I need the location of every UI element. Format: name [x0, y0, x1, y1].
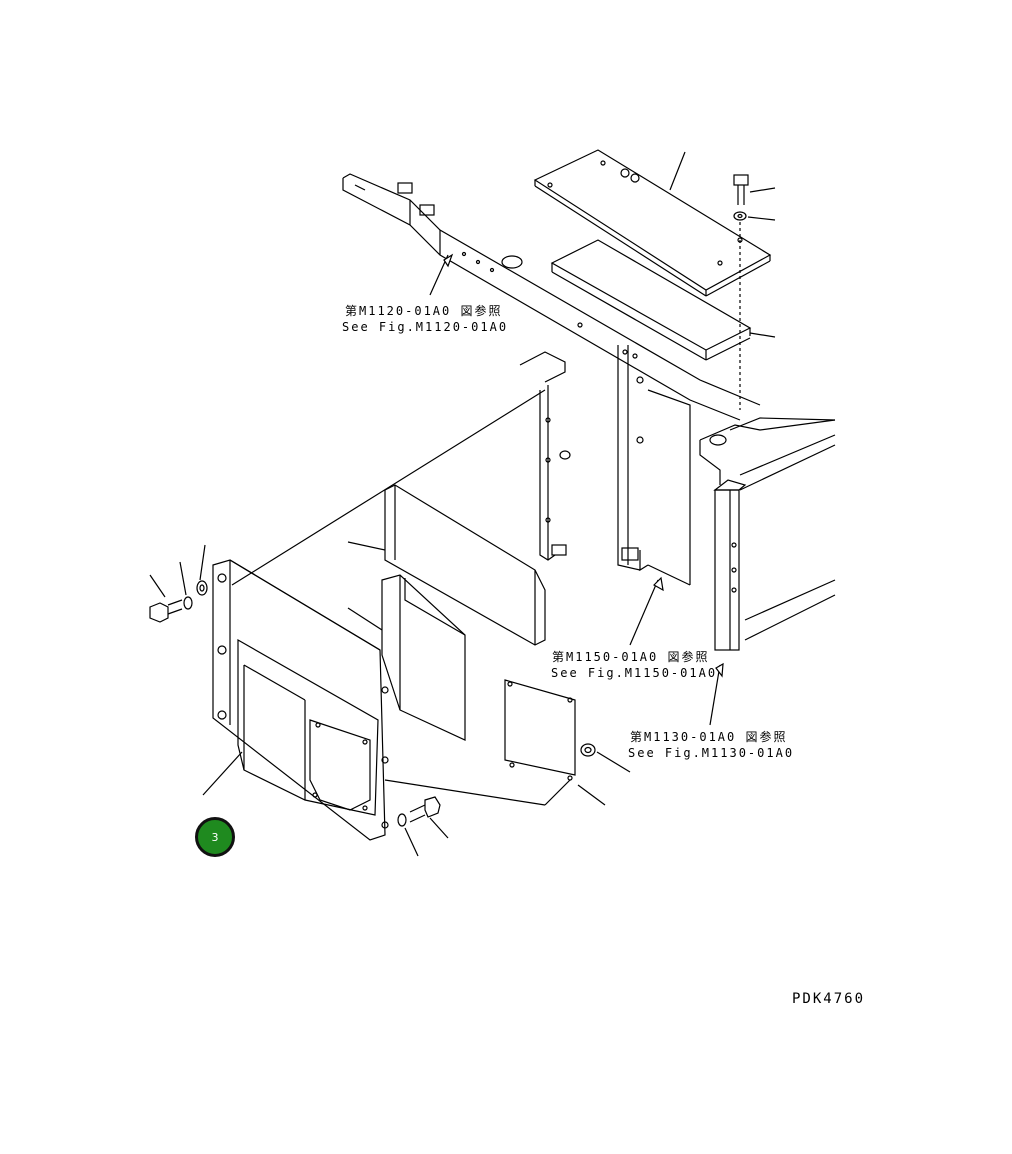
seal-bar: [550, 239, 776, 361]
cross-beam: [342, 173, 761, 421]
reference-3-jp: 第M1130-01A0 図参照: [630, 730, 788, 744]
top-cover-plate: [533, 149, 772, 297]
bolt-bottom: [397, 796, 449, 857]
right-frame: [699, 417, 836, 726]
reference-2-en: See Fig.M1150-01A0: [551, 666, 718, 680]
callout-marker[interactable]: 3: [195, 817, 235, 857]
reference-3-en: See Fig.M1130-01A0: [628, 746, 795, 760]
bolt-top-right: [733, 174, 776, 410]
callout-marker-label: 3: [211, 830, 219, 844]
reference-1-jp: 第M1120-01A0 図参照: [345, 304, 503, 318]
reference-2-jp: 第M1150-01A0 図参照: [552, 650, 710, 664]
drawing-code: PDK4760: [792, 991, 866, 1007]
foam-pad-top: [347, 484, 546, 646]
reference-1-en: See Fig.M1120-01A0: [342, 320, 509, 334]
vertical-bracket-center: [617, 345, 691, 646]
small-cover-plate: [504, 679, 631, 806]
bolt-left: [149, 544, 208, 623]
vertical-bracket-left: [519, 351, 571, 561]
foam-pad-middle: [347, 574, 466, 741]
side-panel: [202, 389, 571, 841]
